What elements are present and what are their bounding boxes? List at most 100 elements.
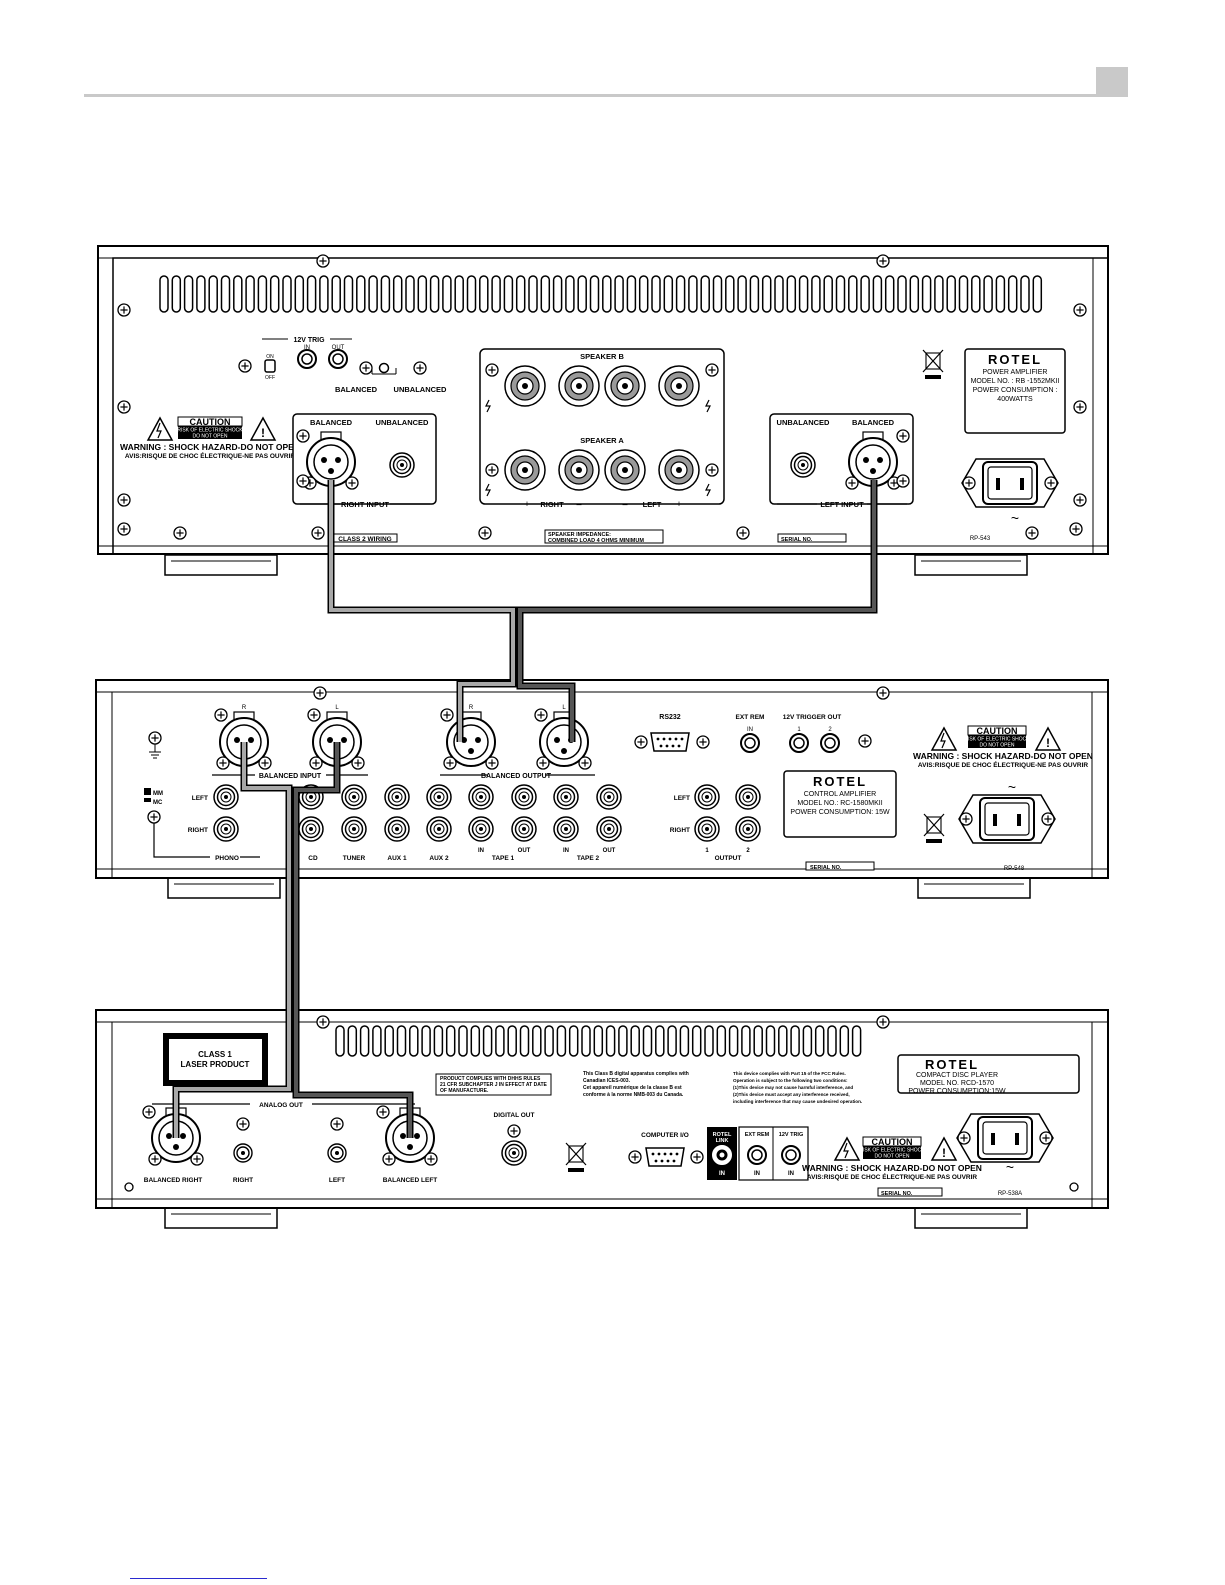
cd-rotel-link-jack[interactable] — [712, 1145, 732, 1165]
cd-rotel-link-line1: ROTEL — [713, 1132, 732, 1138]
preamp-mm-mc-switch[interactable] — [144, 788, 151, 795]
amp-trig-out-jack[interactable] — [328, 349, 348, 369]
preamp-tape2-out-left[interactable] — [596, 784, 622, 810]
amp-trigger-switch[interactable] — [264, 359, 276, 373]
amp-speaker-b-left-plus[interactable] — [658, 365, 700, 407]
preamp-tape1-in-right[interactable] — [468, 816, 494, 842]
preamp-tape2-in-right[interactable] — [553, 816, 579, 842]
amp-switch-on-label: ON — [266, 354, 274, 360]
preamp-rp-code: RP-548 — [1004, 866, 1025, 872]
cd-label-line1: COMPACT DISC PLAYER — [916, 1072, 998, 1079]
preamp-left-label: LEFT — [192, 795, 208, 802]
preamp-phono-left[interactable] — [213, 784, 239, 810]
cd-caution-sub2: DO NOT OPEN — [875, 1154, 910, 1160]
amp-trig-group-label: 12V TRIG — [293, 337, 325, 344]
cd-ices-line3: Cet appareil numérique de la classe B es… — [583, 1085, 682, 1091]
cd-digital-out-label: DIGITAL OUT — [494, 1112, 535, 1119]
amp-rp-code: RP-543 — [970, 536, 991, 542]
preamp-output2-left[interactable] — [735, 784, 761, 810]
amp-speaker-a-right-plus[interactable] — [504, 449, 546, 491]
preamp-tape1-in-left[interactable] — [468, 784, 494, 810]
cd-rp-code: RP-538A — [998, 1191, 1022, 1197]
cd-ac-inlet[interactable] — [957, 1114, 1053, 1162]
cd-computer-io-port[interactable] — [628, 1147, 704, 1167]
amp-brand-logo: ROTEL — [988, 352, 1042, 367]
preamp-bal-in-r-label: R — [242, 705, 247, 711]
preamp-phono-right[interactable] — [213, 816, 239, 842]
preamp-mc-label: MC — [153, 800, 163, 806]
amp-label-line3: POWER CONSUMPTION : — [973, 387, 1058, 394]
cd-trigger-jack[interactable] — [781, 1145, 801, 1165]
amp-trig-out-label: OUT — [332, 345, 345, 351]
amp-speaker-a-right-minus[interactable] — [558, 449, 600, 491]
amp-ac-inlet[interactable] — [962, 459, 1058, 507]
amp-speaker-b-left-minus[interactable] — [604, 365, 646, 407]
preamp-phono-label: PHONO — [215, 855, 239, 862]
amp-right-unbalanced-input[interactable] — [389, 452, 415, 478]
amp-input-selector[interactable] — [371, 362, 397, 375]
preamp-aux1-right[interactable] — [384, 816, 410, 842]
cable-cd-right-fill — [174, 742, 291, 1138]
amp-selector-unbalanced-label: UNBALANCED — [394, 385, 447, 394]
cd-right-output[interactable] — [233, 1143, 253, 1163]
cd-fcc-line1: This device complies with Part 15 of the… — [733, 1071, 846, 1076]
amp-label-plate — [964, 348, 1066, 434]
amp-left-unbalanced-input[interactable] — [790, 452, 816, 478]
preamp-tuner-label: TUNER — [343, 855, 366, 862]
cable-amp-left-fill — [518, 480, 876, 742]
preamp-trig-1-label: 1 — [797, 727, 801, 733]
preamp-label-line2: MODEL NO.: RC-1580MKII — [797, 800, 882, 807]
preamp-aux2-left[interactable] — [426, 784, 452, 810]
preamp-warning-text: WARNING : SHOCK HAZARD-DO NOT OPEN — [913, 751, 1093, 761]
svg-text:!: ! — [942, 1146, 946, 1160]
cd-left-output[interactable] — [327, 1143, 347, 1163]
preamp-tape2-label: TAPE 2 — [577, 855, 600, 862]
preamp-caution-title: CAUTION — [977, 726, 1018, 736]
amp-speaker-b-right-plus[interactable] — [504, 365, 546, 407]
preamp-caution-sub1: RISK OF ELECTRIC SHOCK — [964, 737, 1030, 743]
preamp-aux1-left[interactable] — [384, 784, 410, 810]
preamp-bal-out-l-label: L — [562, 705, 566, 711]
preamp-output1-right[interactable] — [694, 816, 720, 842]
amp-right-balanced-label: BALANCED — [310, 418, 353, 427]
preamp-cd-right[interactable] — [298, 816, 324, 842]
cd-fcc-line3: (1)This device may not cause harmful int… — [733, 1085, 853, 1090]
amp-spk-plus2-label: + — [676, 499, 681, 509]
cd-digital-out-jack[interactable] — [501, 1140, 527, 1166]
amp-label-line2: MODEL NO. : RB -1552MKII — [971, 378, 1060, 385]
preamp-tape1-out-left[interactable] — [511, 784, 537, 810]
cd-dhhs-line1: PRODUCT COMPLIES WITH DHHS RULES — [440, 1076, 541, 1082]
amp-trig-in-jack[interactable] — [297, 349, 317, 369]
preamp-trig-2-label: 2 — [828, 727, 832, 733]
svg-text:!: ! — [1046, 736, 1050, 750]
preamp-mm-label: MM — [153, 791, 163, 797]
cd-rotel-link-in-label: IN — [719, 1171, 725, 1177]
amp-impedance-line2: COMBINED LOAD 4 OHMS MINIMUM — [548, 538, 644, 544]
amp-speaker-a-left-plus[interactable] — [658, 449, 700, 491]
preamp-ext-rem-jack[interactable] — [740, 733, 760, 753]
preamp-output1-left[interactable] — [694, 784, 720, 810]
preamp-tape2-in-left[interactable] — [553, 784, 579, 810]
cd-dhhs-line2: 21 CFR SUBCHAPTER J IN EFFECT AT DATE — [440, 1082, 548, 1088]
preamp-tape2-out-right[interactable] — [596, 816, 622, 842]
header-rule — [84, 94, 1096, 97]
preamp-avis-text: AVIS:RISQUE DE CHOC ÉLECTRIQUE-NE PAS OU… — [918, 760, 1089, 769]
preamp-output2-right[interactable] — [735, 816, 761, 842]
preamp-ac-inlet[interactable] — [959, 795, 1055, 843]
cable-cd-left-fill — [294, 742, 412, 1138]
cd-rotel-link-line2: LINK — [716, 1138, 729, 1144]
amp-speaker-a-left-minus[interactable] — [604, 449, 646, 491]
preamp-rs232-port[interactable] — [634, 732, 710, 752]
cd-balanced-right-label: BALANCED RIGHT — [144, 1177, 203, 1184]
cd-ext-rem-jack[interactable] — [747, 1145, 767, 1165]
amp-right-input-label: RIGHT INPUT — [341, 500, 389, 509]
amp-speaker-b-right-minus[interactable] — [558, 365, 600, 407]
cd-laser-line1: CLASS 1 — [198, 1050, 232, 1059]
preamp-tape1-out-right[interactable] — [511, 816, 537, 842]
preamp-trigger-2-jack[interactable] — [820, 733, 840, 753]
preamp-tuner-right[interactable] — [341, 816, 367, 842]
preamp-trigger-1-jack[interactable] — [789, 733, 809, 753]
preamp-tuner-left[interactable] — [341, 784, 367, 810]
preamp-aux2-right[interactable] — [426, 816, 452, 842]
preamp-serial-label: SERIAL NO. — [810, 865, 842, 871]
